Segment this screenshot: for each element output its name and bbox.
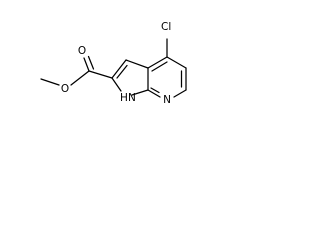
- bond-c3a-c4-inner: [151, 61, 168, 72]
- bond-n7-c7a: [147, 89, 161, 98]
- pyrrole-nitrogen-label: N: [128, 92, 136, 104]
- bond-c2-carbonyl: [88, 70, 113, 79]
- pyridine-ring: [147, 38, 187, 98]
- bond-c6-n7: [173, 89, 187, 98]
- pyridine-nitrogen-label: N: [163, 94, 171, 106]
- bond-c4-c5: [166, 56, 187, 69]
- bond-c3a-c4: [147, 56, 168, 69]
- chlorine-atom-label: Cl: [161, 21, 171, 33]
- pyrrole-ring: [111, 59, 149, 96]
- bond-n7-c7a-inner: [150, 87, 160, 94]
- bond-carbonyl-o-inner: [87, 55, 95, 70]
- bond-n1-c7a: [131, 89, 149, 96]
- bond-c3-c2: [111, 59, 127, 79]
- pyrrole-hydrogen-label: H: [120, 92, 128, 104]
- bond-carbonyl-o: [83, 57, 90, 72]
- bond-c3-c2-inner: [116, 64, 128, 79]
- bond-ester-o-methyl: [40, 78, 60, 86]
- bond-carbonyl-ester-o: [70, 70, 90, 86]
- bond-c3a-c3: [125, 59, 149, 69]
- methyl-ester-group: [40, 55, 113, 86]
- carbonyl-oxygen-label: O: [78, 45, 86, 57]
- molecule-structure: Cl O O N H N: [40, 21, 187, 106]
- bond-c2-n1: [111, 77, 122, 92]
- ester-oxygen-label: O: [61, 83, 69, 95]
